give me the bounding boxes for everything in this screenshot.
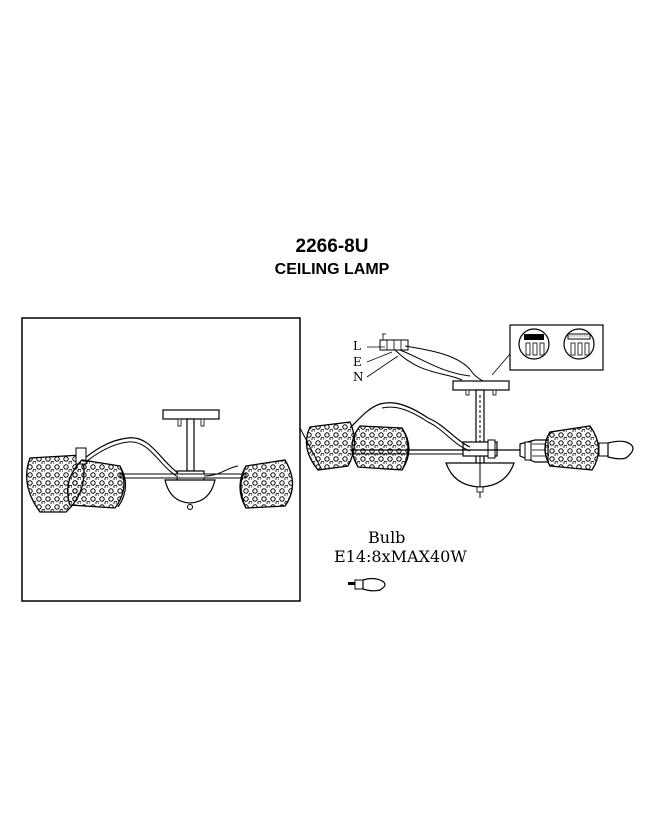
terminal-detail-2 <box>563 328 595 360</box>
side-view-exploded <box>299 324 634 592</box>
shade-left-front-exploded <box>351 425 410 471</box>
bulb-icon <box>348 577 386 592</box>
shade-left-front <box>67 459 127 509</box>
wire-label-l: L <box>353 339 361 353</box>
wire-label-n: N <box>353 370 364 384</box>
product-type: CEILING LAMP <box>274 261 390 278</box>
socket-right <box>519 439 549 463</box>
bulb-spec: E14:8xMAX40W <box>334 547 467 566</box>
stem <box>186 418 195 472</box>
wire-label-e: E <box>353 355 362 369</box>
bulb-right <box>598 440 634 460</box>
bottom-bowl <box>164 479 216 504</box>
shade-right <box>239 459 294 509</box>
ceiling-canopy <box>162 409 220 420</box>
canopy-side <box>452 380 510 391</box>
bulb-label: Bulb <box>368 528 406 547</box>
shade-right-exploded <box>544 425 600 471</box>
front-view-panel <box>21 317 301 602</box>
model-number: 2266-8U <box>295 236 369 257</box>
shade-left-exploded <box>299 421 356 471</box>
terminal-detail-1 <box>518 328 550 360</box>
